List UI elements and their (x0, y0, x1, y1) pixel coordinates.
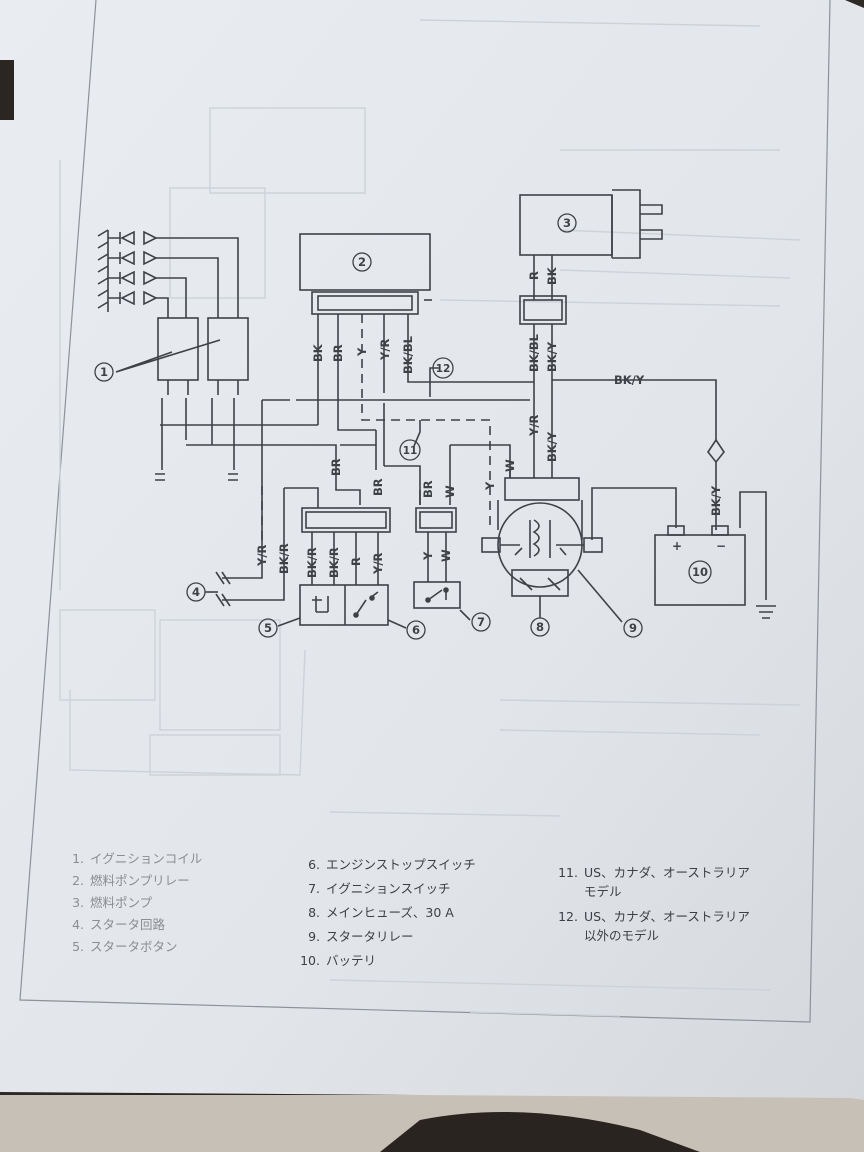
wire-label: BK/Y (545, 431, 559, 462)
callout-2: 2 (358, 255, 366, 269)
wire-label: BK/R (327, 547, 341, 578)
wire-label: BR (329, 458, 343, 476)
wire-label: Y/R (378, 338, 392, 361)
wire-label: Y (483, 481, 497, 491)
callout-circle (399, 439, 421, 461)
wire-label: Y/R (527, 414, 541, 437)
wire-label: BK/Y (709, 485, 723, 516)
wire-label: Y/R (255, 544, 269, 567)
wire-label: W (443, 485, 457, 498)
wire-label: BR (421, 480, 435, 498)
callout-3: 3 (563, 216, 571, 230)
callout-10: 10 (692, 565, 708, 579)
wire-label: BR (371, 478, 385, 496)
wire-label: BK/R (305, 547, 319, 578)
wire-label: BK/Y (545, 341, 559, 372)
wire-label: R (349, 557, 363, 566)
wire-label: BK (545, 266, 559, 285)
wire-label: W (503, 459, 517, 472)
callout-7: 7 (477, 615, 485, 629)
battery-minus: − (716, 539, 726, 553)
cloth-pattern (380, 1112, 700, 1152)
wire-label: Y (421, 551, 435, 561)
dashed-wires (261, 314, 491, 540)
page-frame (19, 0, 831, 1023)
callout-circle (406, 620, 426, 640)
wire-label: Y (355, 347, 369, 357)
callout-11: 11 (403, 445, 418, 457)
callout-circle (258, 618, 278, 638)
wire-label: BK/Y (614, 373, 645, 387)
callout-4: 4 (192, 585, 200, 599)
show-through (59, 19, 801, 1017)
callout-circle (688, 560, 712, 584)
wire-label: BK/R (277, 543, 291, 574)
callout-6: 6 (412, 623, 420, 637)
callout-circle (432, 357, 454, 379)
paper-sheet (0, 0, 864, 1100)
callout-circle (471, 612, 491, 632)
callout-circle (352, 252, 372, 272)
wire-label: BK/BL (527, 333, 541, 372)
wire-label: W (439, 549, 453, 562)
callout-8: 8 (536, 620, 544, 634)
callout-1: 1 (100, 365, 108, 379)
callout-circle (186, 582, 206, 602)
callout-circle (94, 362, 114, 382)
callout-12: 12 (436, 363, 451, 375)
wire-label: BK/BL (401, 335, 415, 374)
callout-5: 5 (264, 621, 272, 635)
binder-edge (0, 60, 14, 120)
callout-circle (557, 213, 577, 233)
wire-label: BR (331, 344, 345, 362)
component-number-labels: 1 2 3 4 5 6 7 8 9 10 11 12 (94, 213, 712, 640)
wire-label: R (527, 271, 541, 280)
wire-color-labels: BK BR Y Y/R BK/BL R BK BK/BL BK/Y BK/Y B… (255, 266, 726, 578)
callout-circle (623, 618, 643, 638)
wire-label: Y/R (371, 552, 385, 575)
wiring-lines (97, 189, 776, 629)
callout-9: 9 (629, 621, 637, 635)
callout-circle (530, 617, 550, 637)
wire-label: BK (311, 343, 325, 362)
battery-plus: + (672, 539, 682, 553)
